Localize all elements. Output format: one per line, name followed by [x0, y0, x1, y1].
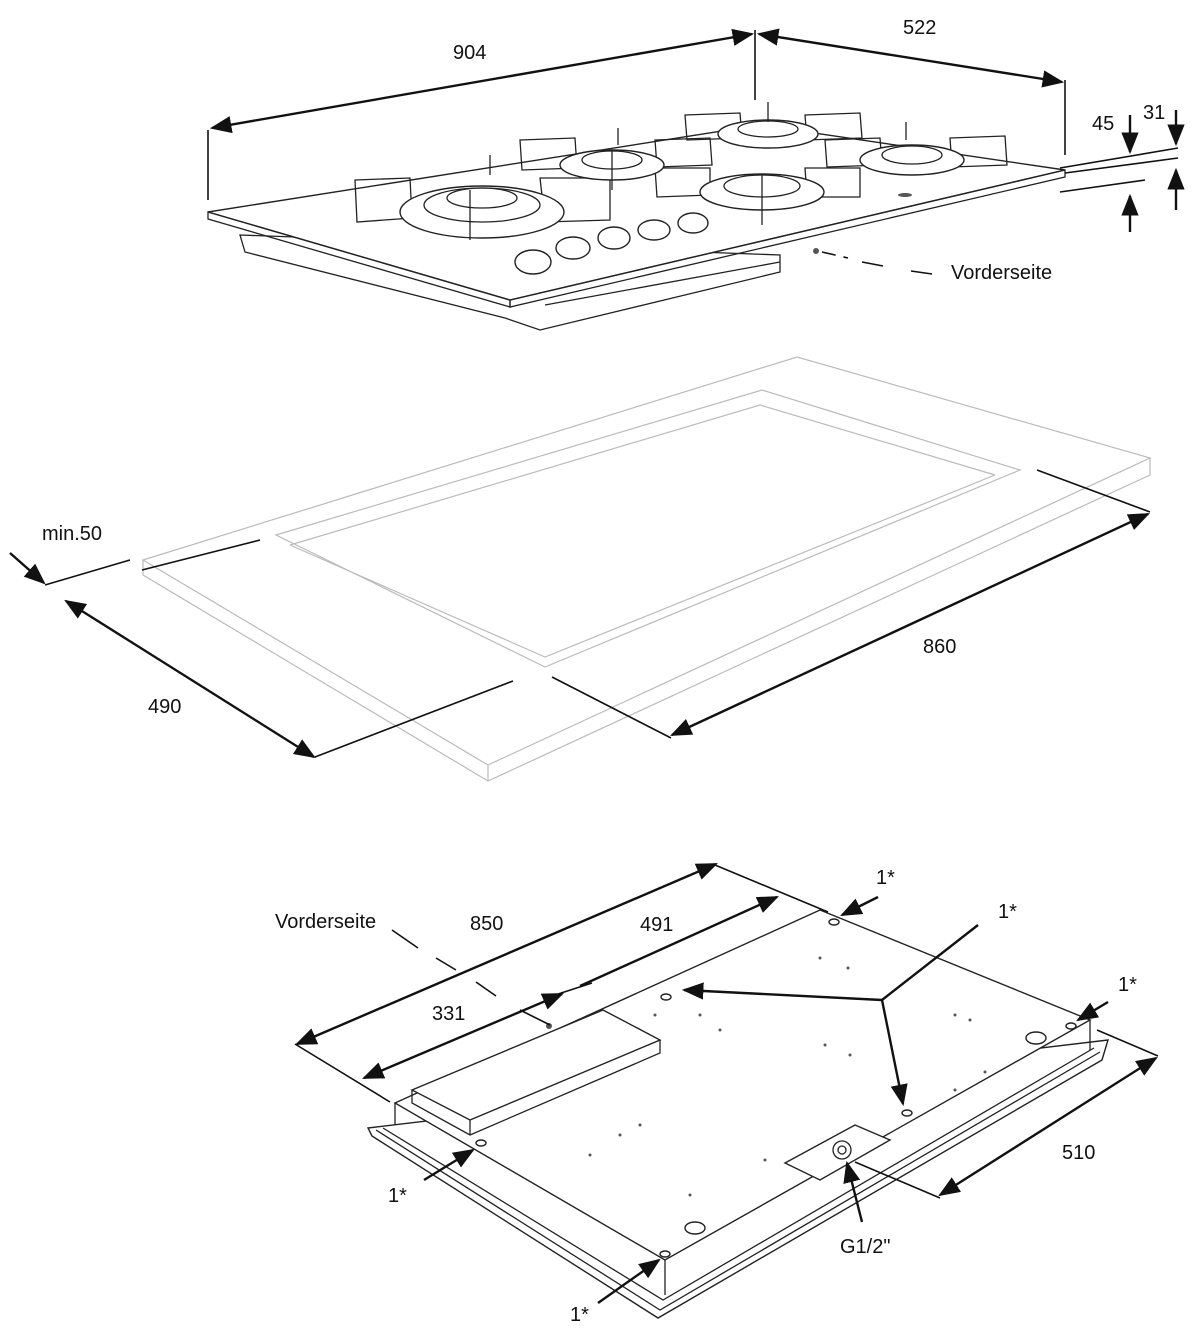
fixing-label-1: 1* [876, 867, 895, 889]
dim-label-331: 331 [432, 1003, 465, 1025]
dim-label-850: 850 [470, 913, 503, 935]
burner-front-left [399, 155, 565, 240]
dim-label-31: 31 [1143, 102, 1165, 124]
bottom-dimensions: 850 491 331 510 Vorderseite 1* 1* 1* 1* … [275, 862, 1159, 1326]
dim-label-490: 490 [148, 696, 181, 718]
fixing-label-5: 1* [570, 1304, 589, 1326]
dim-line-522 [756, 28, 1065, 88]
burner-center-back [717, 102, 819, 149]
dim-label-860: 860 [923, 636, 956, 658]
dim-line-510 [938, 1056, 1158, 1197]
dim-line-331 [362, 992, 564, 1080]
burner-center-front [699, 173, 825, 225]
dim-line-860 [670, 512, 1150, 737]
dim-label-904: 904 [453, 42, 486, 64]
control-knobs [514, 212, 709, 275]
dim-label-45: 45 [1092, 113, 1114, 135]
cutout-dimensions: min.50 490 860 [9, 469, 1151, 759]
hob-underbody [239, 234, 781, 331]
hob-bottom-drawing [366, 909, 1109, 1319]
burner-right [859, 122, 965, 197]
gas-connection-label: G1/2" [840, 1236, 890, 1258]
hob-dimensions: 904 522 45 31 Vorderseite [207, 17, 1185, 284]
dim-line-490 [64, 599, 316, 759]
worktop-surface [141, 356, 1152, 766]
cutout-opening [274, 389, 1022, 668]
dim-label-min50: min.50 [42, 523, 102, 545]
fixing-label-4: 1* [388, 1185, 407, 1207]
hob-glass-side-edge [509, 169, 1066, 308]
hob-drawing [207, 102, 1066, 331]
burner-back-left [559, 128, 665, 190]
gas-connection-housing [783, 1124, 892, 1181]
front-label-top: Vorderseite [951, 262, 1052, 284]
dim-line-904 [209, 28, 755, 134]
dim-line-491 [579, 895, 779, 988]
dim-label-510: 510 [1062, 1142, 1095, 1164]
worktop-drawing [141, 356, 1152, 782]
fixing-label-3: 1* [1118, 974, 1137, 996]
front-label-bottom: Vorderseite [275, 911, 376, 933]
mounting-points [475, 918, 1077, 1258]
dim-label-522: 522 [903, 17, 936, 39]
fixing-label-2: 1* [998, 901, 1017, 923]
dim-label-491: 491 [640, 914, 673, 936]
